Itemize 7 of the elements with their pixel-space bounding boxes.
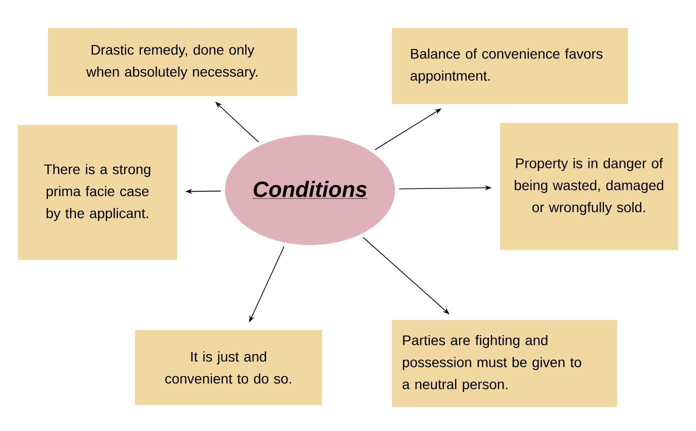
text-box: Drastic remedy, done only when absolutely necessary.	[48, 28, 297, 96]
text-box: Parties are fighting and possession must be given to a neutral person.	[392, 320, 617, 407]
text-box: Balance of convenience favors appointment.	[392, 28, 628, 104]
text-box: There is a strong prima facie case by the applicant.	[18, 125, 177, 260]
ellipse-node: Conditions	[225, 135, 395, 245]
text-box: Property is in danger of being wasted, damaged or wrongfully sold.	[500, 123, 678, 250]
text-box: It is just and convenient to do so.	[135, 330, 322, 405]
